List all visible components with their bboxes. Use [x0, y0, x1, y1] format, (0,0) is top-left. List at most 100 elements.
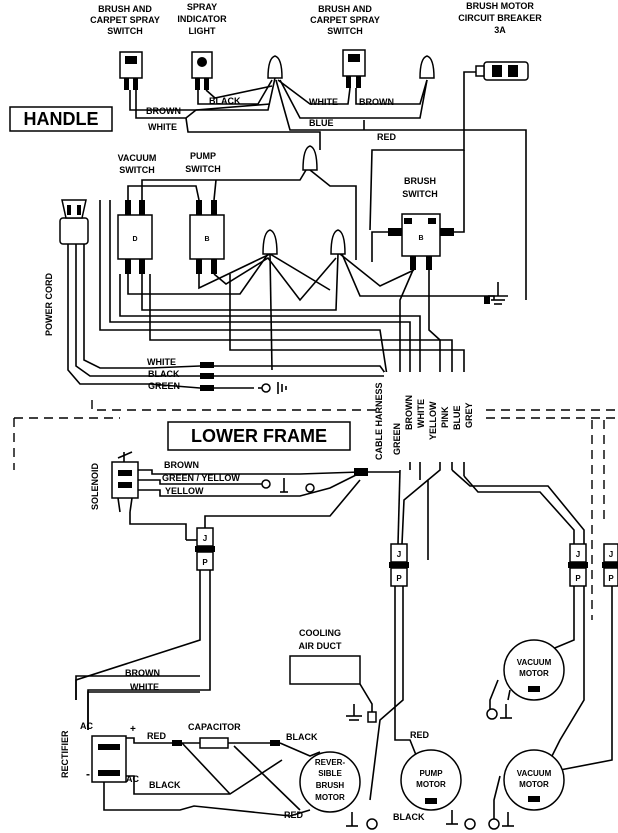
- vacuum-switch-icon: D: [117, 200, 153, 274]
- connector-3-j: J: [576, 550, 580, 559]
- svg-text:MOTOR: MOTOR: [519, 780, 549, 789]
- svg-text:BRUSH MOTOR: BRUSH MOTOR: [466, 1, 534, 11]
- label-brush-carpet-switch-right: BRUSH AND CARPET SPRAY SWITCH: [310, 4, 380, 36]
- svg-text:BLACK: BLACK: [393, 812, 425, 822]
- svg-text:BROWN: BROWN: [146, 106, 181, 116]
- label-solenoid: SOLENOID: [90, 462, 100, 510]
- svg-text:B: B: [204, 236, 209, 243]
- svg-text:REVER-: REVER-: [315, 758, 346, 767]
- svg-text:RED: RED: [410, 730, 430, 740]
- svg-text:BLUE: BLUE: [309, 118, 334, 128]
- label-cable-harness: CABLE HARNESS: [374, 382, 384, 460]
- rectifier-minus: -: [86, 767, 90, 781]
- svg-text:BLACK: BLACK: [209, 96, 241, 106]
- wire-nut-switch-2-icon: [330, 229, 346, 255]
- connector-3: J P: [568, 543, 588, 587]
- svg-text:RED: RED: [284, 810, 304, 820]
- svg-text:HANDLE: HANDLE: [24, 109, 99, 129]
- brush-switch-icon: B: [388, 213, 454, 270]
- connector-4-j: J: [609, 550, 613, 559]
- svg-text:MOTOR: MOTOR: [416, 780, 446, 789]
- cooling-air-duct-icon: [289, 655, 377, 723]
- svg-text:BRUSH AND: BRUSH AND: [98, 4, 152, 14]
- svg-text:SWITCH: SWITCH: [107, 26, 143, 36]
- power-cord-plug-icon: [59, 199, 150, 385]
- svg-text:YELLOW: YELLOW: [165, 486, 204, 496]
- svg-text:B: B: [418, 235, 423, 242]
- solenoid-icon: [111, 451, 139, 513]
- connector-2: J P: [389, 543, 409, 587]
- label-spray-indicator-light: SPRAY INDICATOR LIGHT: [177, 2, 227, 36]
- handle-box: HANDLE: [9, 106, 113, 132]
- svg-text:BLACK: BLACK: [148, 369, 180, 379]
- wire-nut-mid-icon: [302, 145, 357, 260]
- svg-text:CARPET SPRAY: CARPET SPRAY: [90, 15, 160, 25]
- svg-text:MOTOR: MOTOR: [519, 669, 549, 678]
- harness-green: GREEN: [392, 423, 402, 455]
- wire-nut-top-1-icon: [267, 55, 283, 79]
- svg-text:WHITE: WHITE: [147, 357, 176, 367]
- rectifier-ac-bottom: AC: [126, 774, 139, 784]
- connector-3-p: P: [575, 574, 581, 583]
- svg-text:BRUSH: BRUSH: [404, 176, 436, 186]
- svg-text:SIBLE: SIBLE: [318, 769, 342, 778]
- rectifier-icon: AC AC + -: [80, 721, 139, 784]
- rectifier-wiring: [75, 675, 321, 817]
- svg-text:PUMP: PUMP: [419, 769, 443, 778]
- label-capacitor: CAPACITOR: [188, 722, 241, 732]
- svg-text:RED: RED: [147, 731, 167, 741]
- svg-text:D: D: [132, 236, 137, 243]
- svg-text:BROWN: BROWN: [359, 97, 394, 107]
- connector-2-p: P: [396, 574, 402, 583]
- svg-text:RED: RED: [377, 132, 397, 142]
- circuit-breaker-icon: [475, 61, 529, 81]
- harness-white: WHITE: [416, 399, 426, 428]
- svg-text:VACUUM: VACUUM: [517, 769, 552, 778]
- pump-motor-icon: PUMP MOTOR: [400, 749, 476, 830]
- harness-yellow: YELLOW: [428, 401, 438, 440]
- power-cord-wire-labels: WHITE BLACK GREEN: [147, 357, 180, 391]
- ground-symbol-top-icon: [484, 282, 508, 305]
- switch-area-wiring: [99, 150, 495, 560]
- rectifier-plus: +: [130, 724, 136, 735]
- svg-text:WHITE: WHITE: [130, 682, 159, 692]
- svg-text:CAPACITOR: CAPACITOR: [188, 722, 241, 732]
- svg-text:INDICATOR: INDICATOR: [177, 14, 227, 24]
- vacuum-motor-2-icon: VACUUM MOTOR: [488, 749, 565, 830]
- cable-harness: CABLE HARNESS GREEN BROWN WHITE YELLOW P…: [374, 372, 480, 462]
- harness-grey: GREY: [464, 402, 474, 428]
- svg-text:CARPET SPRAY: CARPET SPRAY: [310, 15, 380, 25]
- harness-pink: PINK: [440, 406, 450, 428]
- wire-nut-top-2-icon: [419, 55, 435, 79]
- label-power-cord: POWER CORD: [44, 272, 54, 336]
- svg-text:BROWN: BROWN: [125, 668, 160, 678]
- svg-text:BRUSH: BRUSH: [316, 781, 345, 790]
- svg-text:WHITE: WHITE: [309, 97, 338, 107]
- connector-2-j: J: [397, 550, 401, 559]
- svg-text:SPRAY: SPRAY: [187, 2, 217, 12]
- lower-frame-box: LOWER FRAME: [167, 421, 351, 451]
- label-brush-carpet-switch-left: BRUSH AND CARPET SPRAY SWITCH: [90, 4, 160, 36]
- connector-1: J P: [195, 527, 215, 571]
- svg-text:WHITE: WHITE: [148, 122, 177, 132]
- svg-text:PUMP: PUMP: [190, 151, 216, 161]
- spray-indicator-light-icon: [191, 51, 213, 90]
- solenoid-wiring: [129, 468, 400, 540]
- svg-text:LOWER FRAME: LOWER FRAME: [191, 426, 327, 446]
- svg-text:SWITCH: SWITCH: [119, 165, 155, 175]
- svg-text:GREEN: GREEN: [148, 381, 180, 391]
- svg-text:SWITCH: SWITCH: [185, 164, 221, 174]
- brush-carpet-switch-right-icon: [342, 49, 366, 88]
- wire-nut-switch-1-icon: [262, 229, 278, 255]
- label-brush-motor-breaker: BRUSH MOTOR CIRCUIT BREAKER 3A: [458, 1, 542, 35]
- power-cord-wiring: [149, 362, 410, 394]
- svg-text:LIGHT: LIGHT: [189, 26, 216, 36]
- connector-1-p: P: [202, 558, 208, 567]
- handle-wire-labels: BROWN WHITE BLACK WHITE BROWN BLUE RED: [146, 96, 397, 142]
- vacuum-motor-1-icon: VACUUM MOTOR: [486, 639, 565, 720]
- brush-carpet-switch-left-icon: [119, 51, 143, 90]
- label-cooling-air-duct: COOLING AIR DUCT: [299, 628, 342, 651]
- connector-4: J P: [602, 543, 618, 587]
- svg-text:MOTOR: MOTOR: [315, 793, 345, 802]
